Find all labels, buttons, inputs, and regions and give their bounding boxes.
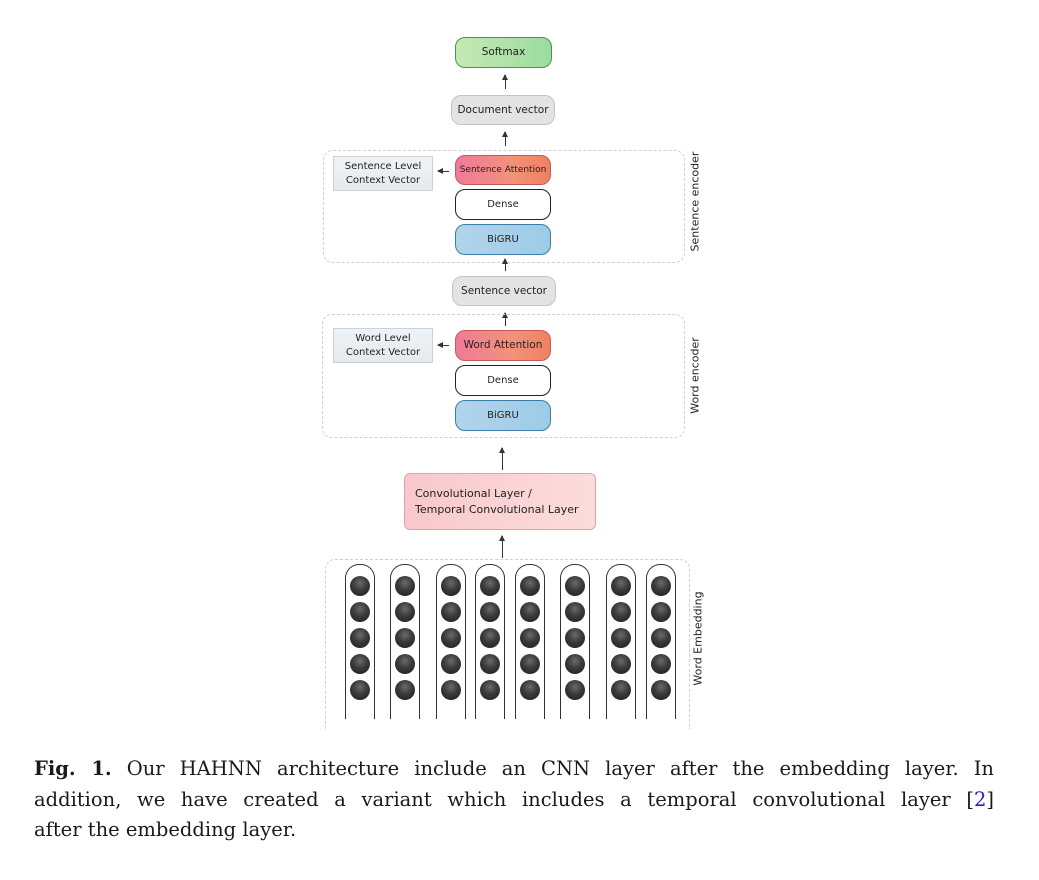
embedding-unit bbox=[565, 680, 585, 700]
embedding-unit bbox=[520, 654, 540, 674]
embedding-unit bbox=[350, 576, 370, 596]
word-encoder-box bbox=[322, 314, 685, 438]
arrow-sentenc-to-docvec bbox=[502, 131, 508, 146]
sentence-dense-label: Dense bbox=[487, 198, 519, 210]
arrow-word-attn-to-context bbox=[437, 342, 449, 348]
word-attention-node: Word Attention bbox=[455, 330, 551, 361]
embedding-unit bbox=[395, 576, 415, 596]
embedding-unit bbox=[480, 680, 500, 700]
embedding-unit bbox=[651, 654, 671, 674]
word-embedding-label: Word Embedding bbox=[691, 591, 705, 686]
caption-line-3: after the embedding layer. bbox=[34, 818, 297, 841]
embedding-unit bbox=[441, 628, 461, 648]
sentence-attention-node: Sentence Attention bbox=[455, 155, 551, 185]
embedding-unit bbox=[651, 628, 671, 648]
embedding-unit bbox=[395, 680, 415, 700]
embedding-unit bbox=[520, 602, 540, 622]
embedding-unit bbox=[480, 576, 500, 596]
embedding-unit bbox=[611, 628, 631, 648]
embedding-unit bbox=[520, 680, 540, 700]
softmax-node: Softmax bbox=[455, 37, 552, 68]
caption-line1-text: Our HAHNN architecture include an CNN la… bbox=[111, 757, 994, 780]
embedding-unit bbox=[441, 602, 461, 622]
embedding-unit bbox=[395, 654, 415, 674]
document-vector-label: Document vector bbox=[457, 103, 549, 116]
figure-label: Fig. 1. bbox=[34, 757, 112, 780]
embedding-unit bbox=[611, 680, 631, 700]
sentence-attention-label: Sentence Attention bbox=[459, 164, 547, 175]
arrow-sentvec-to-sentenc bbox=[502, 258, 508, 271]
embedding-column bbox=[475, 564, 505, 719]
word-context-line1: Word Level bbox=[355, 333, 411, 344]
embedding-unit bbox=[350, 602, 370, 622]
embedding-unit bbox=[611, 654, 631, 674]
embedding-unit bbox=[395, 628, 415, 648]
figure-caption: Fig. 1. Our HAHNN architecture include a… bbox=[34, 754, 994, 846]
embedding-column bbox=[345, 564, 375, 719]
word-dense-label: Dense bbox=[487, 374, 519, 386]
arrow-embedding-to-conv bbox=[499, 535, 505, 558]
embedding-column bbox=[390, 564, 420, 719]
embedding-unit bbox=[441, 654, 461, 674]
sentence-vector-node: Sentence vector bbox=[452, 276, 556, 306]
embedding-unit bbox=[651, 602, 671, 622]
caption-line2-text: addition, we have created a variant whic… bbox=[34, 787, 967, 811]
sentence-context-line1: Sentence Level bbox=[344, 161, 422, 172]
conv-layer-line2: Temporal Convolutional Layer bbox=[415, 502, 579, 516]
embedding-column bbox=[436, 564, 466, 719]
citation-link[interactable]: 2 bbox=[973, 787, 987, 811]
word-encoder-label: Word encoder bbox=[688, 337, 702, 414]
embedding-unit bbox=[441, 680, 461, 700]
document-vector-node: Document vector bbox=[451, 95, 555, 125]
embedding-unit bbox=[565, 628, 585, 648]
embedding-unit bbox=[395, 602, 415, 622]
arrow-docvec-to-softmax bbox=[502, 74, 508, 89]
embedding-column bbox=[515, 564, 545, 719]
embedding-unit bbox=[565, 654, 585, 674]
word-dense-node: Dense bbox=[455, 365, 551, 396]
embedding-column bbox=[560, 564, 590, 719]
embedding-unit bbox=[520, 628, 540, 648]
citation-bracket-close: ] bbox=[986, 787, 994, 811]
embedding-unit bbox=[350, 680, 370, 700]
caption-line-1: Fig. 1. Our HAHNN architecture include a… bbox=[34, 754, 994, 785]
sentence-encoder-label: Sentence encoder bbox=[688, 151, 702, 252]
embedding-unit bbox=[611, 576, 631, 596]
sentence-context-vector: Sentence Level Context Vector bbox=[333, 156, 433, 191]
sentence-bigru-label: BiGRU bbox=[487, 233, 519, 245]
citation-bracket-open: [ bbox=[966, 787, 974, 811]
word-embedding-box bbox=[325, 559, 690, 729]
embedding-unit bbox=[565, 576, 585, 596]
word-bigru-node: BiGRU bbox=[455, 400, 551, 431]
embedding-unit bbox=[651, 680, 671, 700]
arrow-conv-to-wordenc bbox=[499, 447, 505, 470]
embedding-unit bbox=[350, 628, 370, 648]
sentence-bigru-node: BiGRU bbox=[455, 224, 551, 255]
word-context-vector: Word Level Context Vector bbox=[333, 328, 433, 363]
embedding-unit bbox=[651, 576, 671, 596]
embedding-unit bbox=[565, 602, 585, 622]
word-context-line2: Context Vector bbox=[345, 346, 421, 358]
embedding-unit bbox=[480, 602, 500, 622]
sentence-dense-node: Dense bbox=[455, 189, 551, 220]
word-bigru-label: BiGRU bbox=[487, 409, 519, 421]
arrow-sentence-attn-to-context bbox=[437, 168, 449, 174]
embedding-unit bbox=[520, 576, 540, 596]
word-attention-label: Word Attention bbox=[463, 339, 543, 352]
conv-layer-line1: Convolutional Layer / bbox=[415, 486, 532, 500]
sentence-context-line2: Context Vector bbox=[345, 174, 421, 186]
embedding-column bbox=[646, 564, 676, 719]
caption-line-2: addition, we have created a variant whic… bbox=[34, 785, 994, 816]
embedding-unit bbox=[441, 576, 461, 596]
embedding-unit bbox=[611, 602, 631, 622]
embedding-column bbox=[606, 564, 636, 719]
embedding-unit bbox=[480, 628, 500, 648]
embedding-unit bbox=[350, 654, 370, 674]
embedding-unit bbox=[480, 654, 500, 674]
sentence-vector-label: Sentence vector bbox=[461, 284, 547, 297]
softmax-label: Softmax bbox=[481, 46, 526, 59]
convolutional-layer-node: Convolutional Layer / Temporal Convoluti… bbox=[404, 473, 596, 530]
arrow-wordenc-to-sentvec bbox=[502, 312, 508, 326]
